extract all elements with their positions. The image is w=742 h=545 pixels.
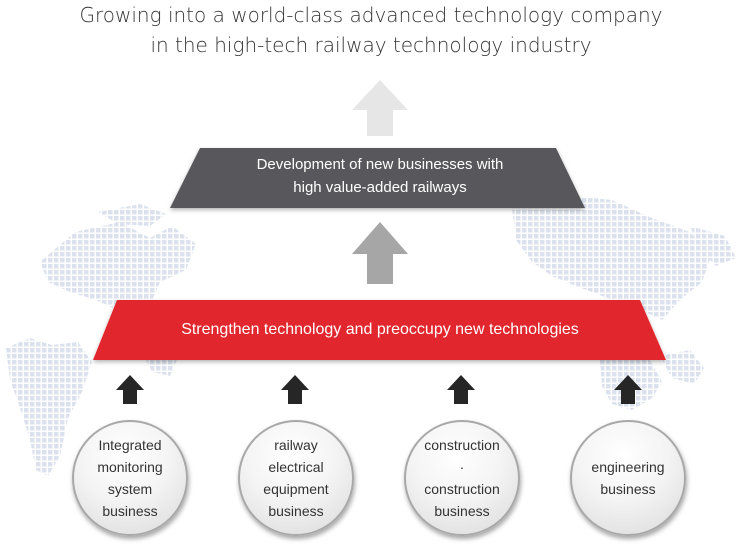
business-2-line-2: electrical bbox=[268, 459, 324, 475]
upper-band-line-2: high value-added railways bbox=[293, 179, 467, 196]
business-1-up-arrow bbox=[116, 375, 144, 404]
business-3-line-3: construction bbox=[424, 481, 500, 497]
business-3-line-1: construction bbox=[424, 437, 500, 453]
middle-up-arrow bbox=[352, 222, 408, 284]
business-1-line-4: business bbox=[102, 503, 158, 519]
business-circle-2: railway electrical equipment business bbox=[238, 420, 354, 536]
headline-line-2: in the high-tech railway technology indu… bbox=[150, 33, 592, 57]
upper-band: Development of new businesses with high … bbox=[190, 153, 570, 199]
lower-band: Strengthen technology and preoccupy new … bbox=[110, 318, 650, 342]
business-2-line-4: business bbox=[268, 503, 324, 519]
upper-band-shape bbox=[170, 148, 585, 208]
business-4-up-arrow bbox=[614, 375, 642, 404]
business-1-line-3: system bbox=[107, 481, 153, 497]
business-4-line-1: engineering bbox=[591, 459, 665, 475]
business-circle-4: engineering business bbox=[570, 420, 686, 536]
business-circle-1: Integrated monitoring system business bbox=[72, 420, 188, 536]
business-3-line-2: · bbox=[459, 459, 465, 475]
lower-band-label: Strengthen technology and preoccupy new … bbox=[181, 321, 579, 338]
business-circle-3: construction · construction business bbox=[404, 420, 520, 536]
headline-line-1: Growing into a world-class advanced tech… bbox=[79, 3, 663, 27]
lower-band-shape bbox=[93, 300, 666, 360]
top-up-arrow bbox=[352, 80, 408, 136]
business-2-line-1: railway bbox=[274, 437, 318, 453]
headline: Growing into a world-class advanced tech… bbox=[0, 0, 742, 60]
business-1-line-2: monitoring bbox=[97, 459, 163, 475]
business-2-up-arrow bbox=[281, 375, 309, 404]
business-1-line-1: Integrated bbox=[98, 437, 162, 453]
business-3-up-arrow bbox=[447, 375, 475, 404]
business-4-line-2: business bbox=[600, 481, 656, 497]
business-3-line-4: business bbox=[434, 503, 490, 519]
business-2-line-3: equipment bbox=[263, 481, 329, 497]
upper-band-line-1: Development of new businesses with bbox=[256, 156, 504, 173]
